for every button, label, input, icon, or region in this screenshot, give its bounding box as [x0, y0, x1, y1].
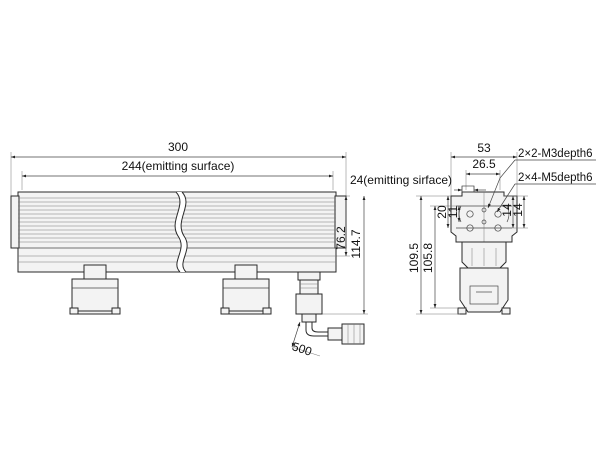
dim-inner-width: 26.5 [472, 157, 496, 171]
mounting-bracket-right [220, 264, 272, 315]
dim-height-total: 109.5 [407, 243, 421, 273]
mounting-bracket-left [69, 264, 121, 315]
break-line-a [174, 191, 182, 273]
dim-11: 11 [446, 205, 460, 218]
dim-overall-length: 300 [168, 140, 188, 154]
dim-height-a: 76.2 [334, 226, 348, 250]
note-m3-thread: 2×2-M3depth6 [518, 148, 593, 160]
end-cap-left [10, 195, 20, 249]
front-view: 300 244(emitting surface) [10, 140, 368, 359]
dim-14b: 14 [511, 203, 525, 217]
dim-height-b: 114.7 [349, 229, 363, 258]
dim-line-cable-length [291, 321, 301, 348]
dim-emitting-width: 24(emitting sirface) [350, 173, 452, 187]
note-m5-thread: 2×4-M5depth6 [518, 172, 593, 184]
side-bracket [459, 267, 509, 313]
dim-cable-length: 500 [290, 339, 314, 359]
break-line-b [180, 191, 188, 273]
leader-m3 [487, 159, 516, 209]
dim-20: 20 [435, 205, 449, 219]
leader-m5 [496, 183, 516, 213]
dim-overall-width: 53 [477, 141, 491, 155]
cable-connector [295, 271, 365, 345]
dim-14a: 14 [500, 203, 514, 217]
dim-height-mount: 105.8 [421, 243, 435, 273]
side-view: 53 26.5 24(emitting sirface) [350, 141, 596, 315]
dim-emitting-length: 244(emitting surface) [122, 159, 235, 173]
